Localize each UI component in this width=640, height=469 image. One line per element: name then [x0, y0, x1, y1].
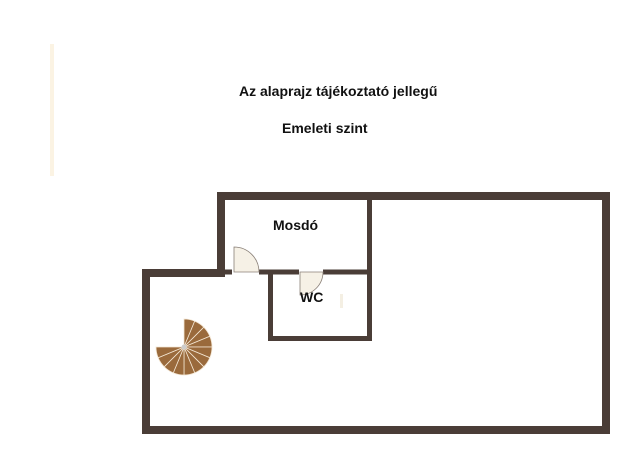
room-label-wc: WC: [300, 289, 323, 305]
wc-fixture: [340, 294, 343, 308]
room-label-mosdo: Mosdó: [273, 217, 318, 233]
stair-center-post: [181, 344, 187, 350]
stair-step: [155, 346, 185, 359]
level-label: Emeleti szint: [282, 120, 368, 136]
spiral-staircase[interactable]: [155, 318, 213, 376]
mosdo-door[interactable]: [233, 246, 260, 273]
outer-wall: [142, 192, 610, 434]
wc-door[interactable]: [299, 271, 324, 296]
accent-bar: [50, 44, 54, 176]
disclaimer-title: Az alaprajz tájékoztató jellegű: [239, 83, 438, 99]
